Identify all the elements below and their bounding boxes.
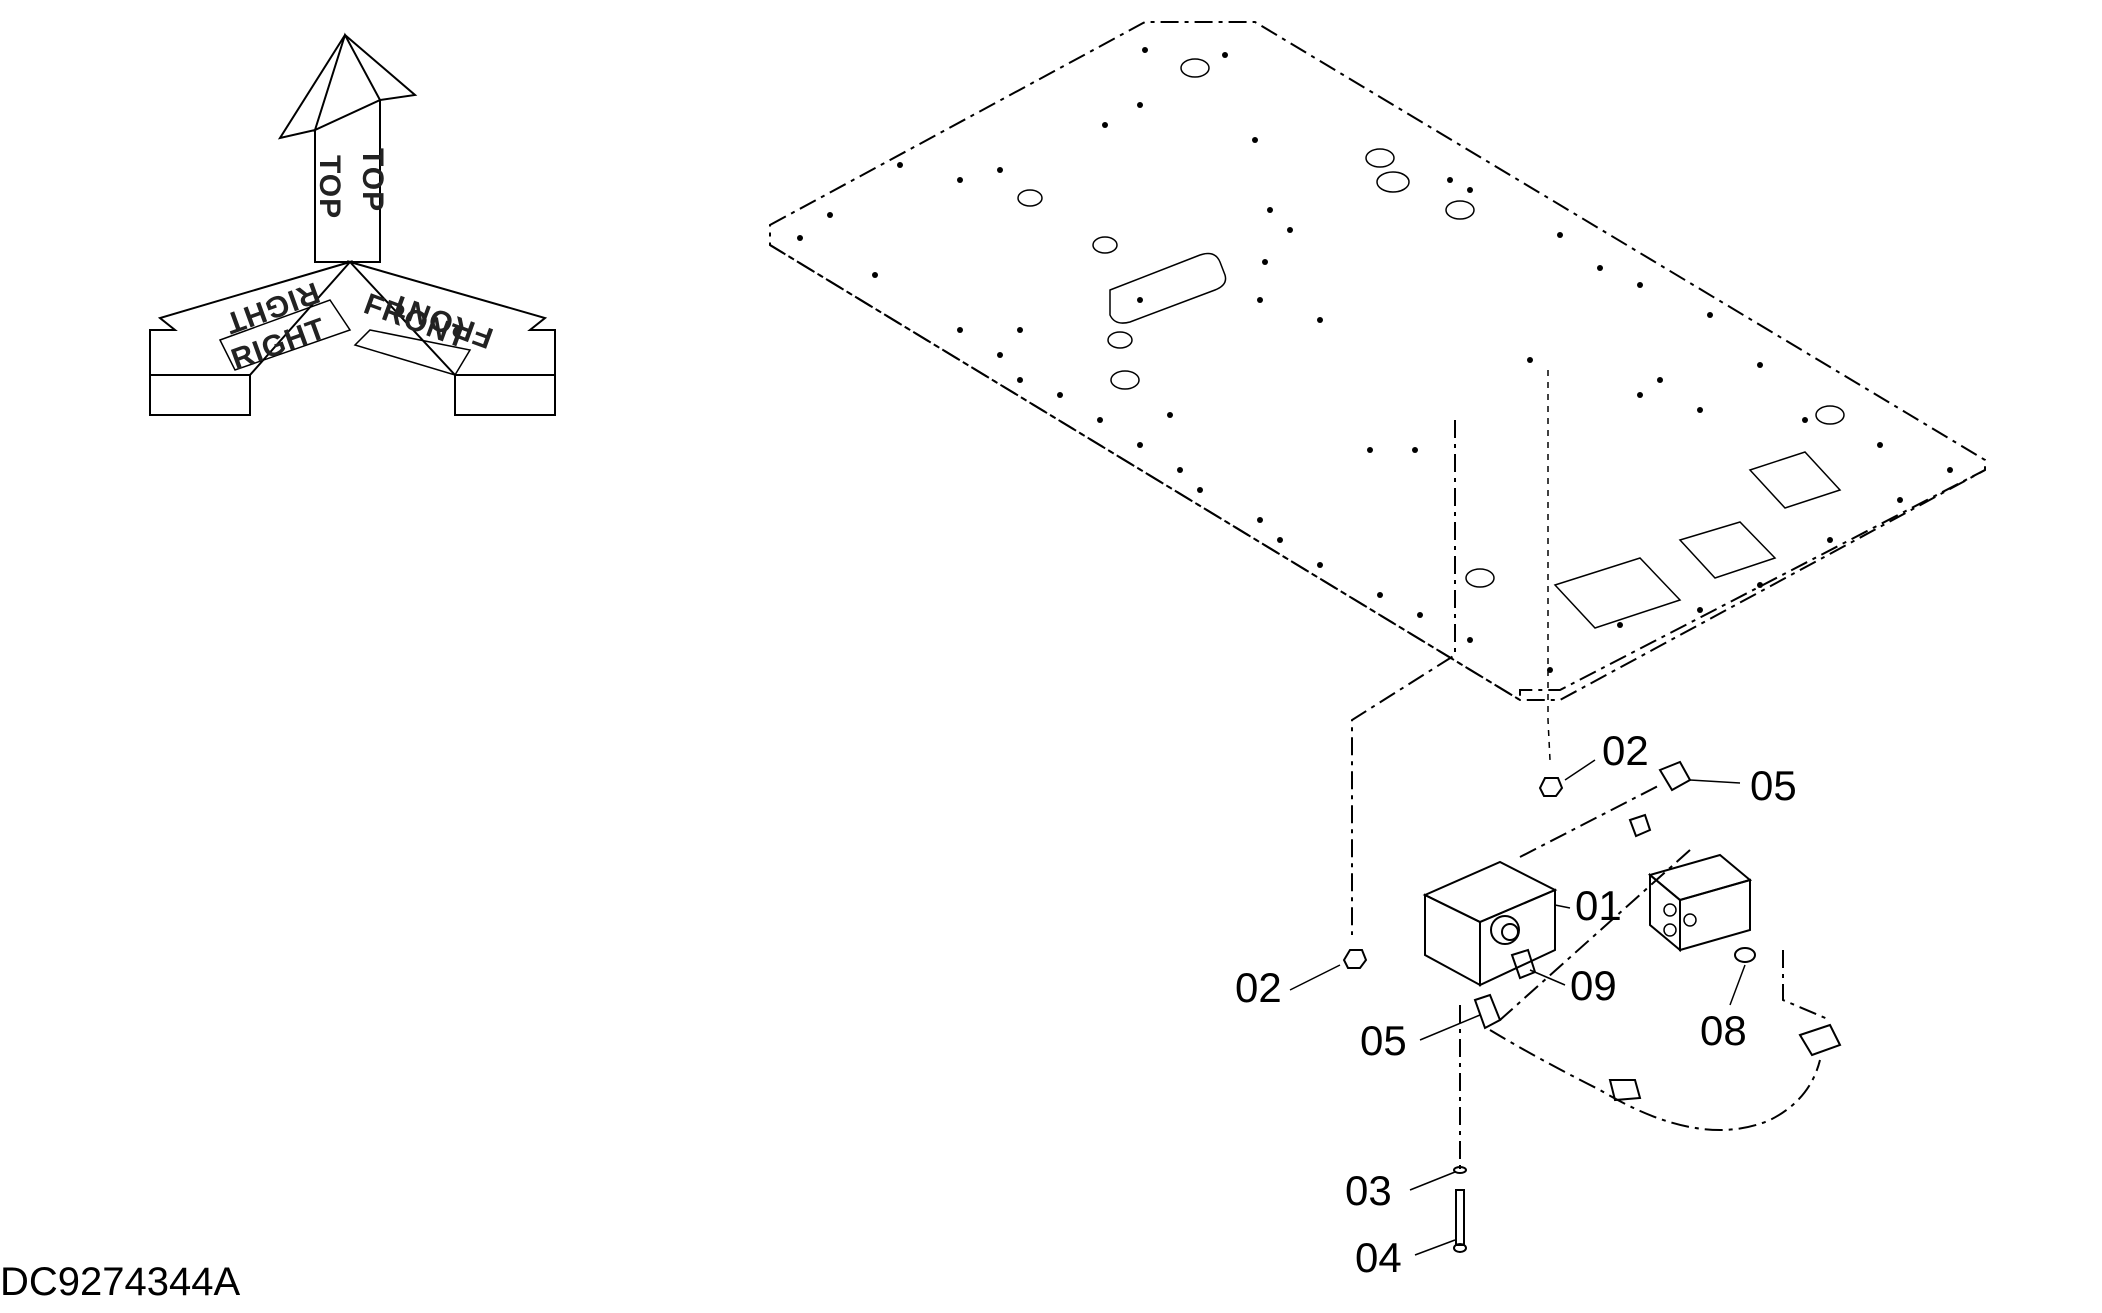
document-id: DC9274344A bbox=[0, 1260, 241, 1304]
top-label-mirrored: TOP bbox=[356, 148, 389, 212]
part-03-washer bbox=[1453, 1166, 1467, 1174]
callout-05-upper: 05 bbox=[1750, 762, 1797, 809]
floor-plate bbox=[769, 21, 1986, 702]
orientation-symbol: TOP TOP RIGHT RIGHT FRONT FRONT bbox=[149, 32, 556, 416]
part-02-nut-lower bbox=[1342, 949, 1368, 969]
top-label: TOP bbox=[313, 155, 346, 219]
part-04-bolt bbox=[1453, 1189, 1467, 1253]
callout-01: 01 bbox=[1575, 882, 1622, 929]
hose-fittings bbox=[1608, 1023, 1842, 1102]
part-08-plug bbox=[1734, 947, 1756, 963]
callout-04: 04 bbox=[1355, 1234, 1402, 1281]
callout-05-lower: 05 bbox=[1360, 1017, 1407, 1064]
plate-holes bbox=[1017, 58, 1845, 629]
assembly-lines bbox=[1351, 370, 1831, 1170]
callout-leaders bbox=[1289, 759, 1746, 1256]
callout-02-lower: 02 bbox=[1235, 964, 1282, 1011]
part-05-connector-lower bbox=[1473, 993, 1502, 1030]
callout-03: 03 bbox=[1345, 1167, 1392, 1214]
secondary-valve-block bbox=[1647, 853, 1753, 953]
callout-09: 09 bbox=[1570, 962, 1617, 1009]
callout-08: 08 bbox=[1700, 1007, 1747, 1054]
part-02-nut-upper bbox=[1538, 777, 1564, 797]
callout-02-upper: 02 bbox=[1602, 727, 1649, 774]
plate-fastener-dots bbox=[797, 47, 1953, 673]
part-01-valve-block bbox=[1422, 860, 1558, 987]
